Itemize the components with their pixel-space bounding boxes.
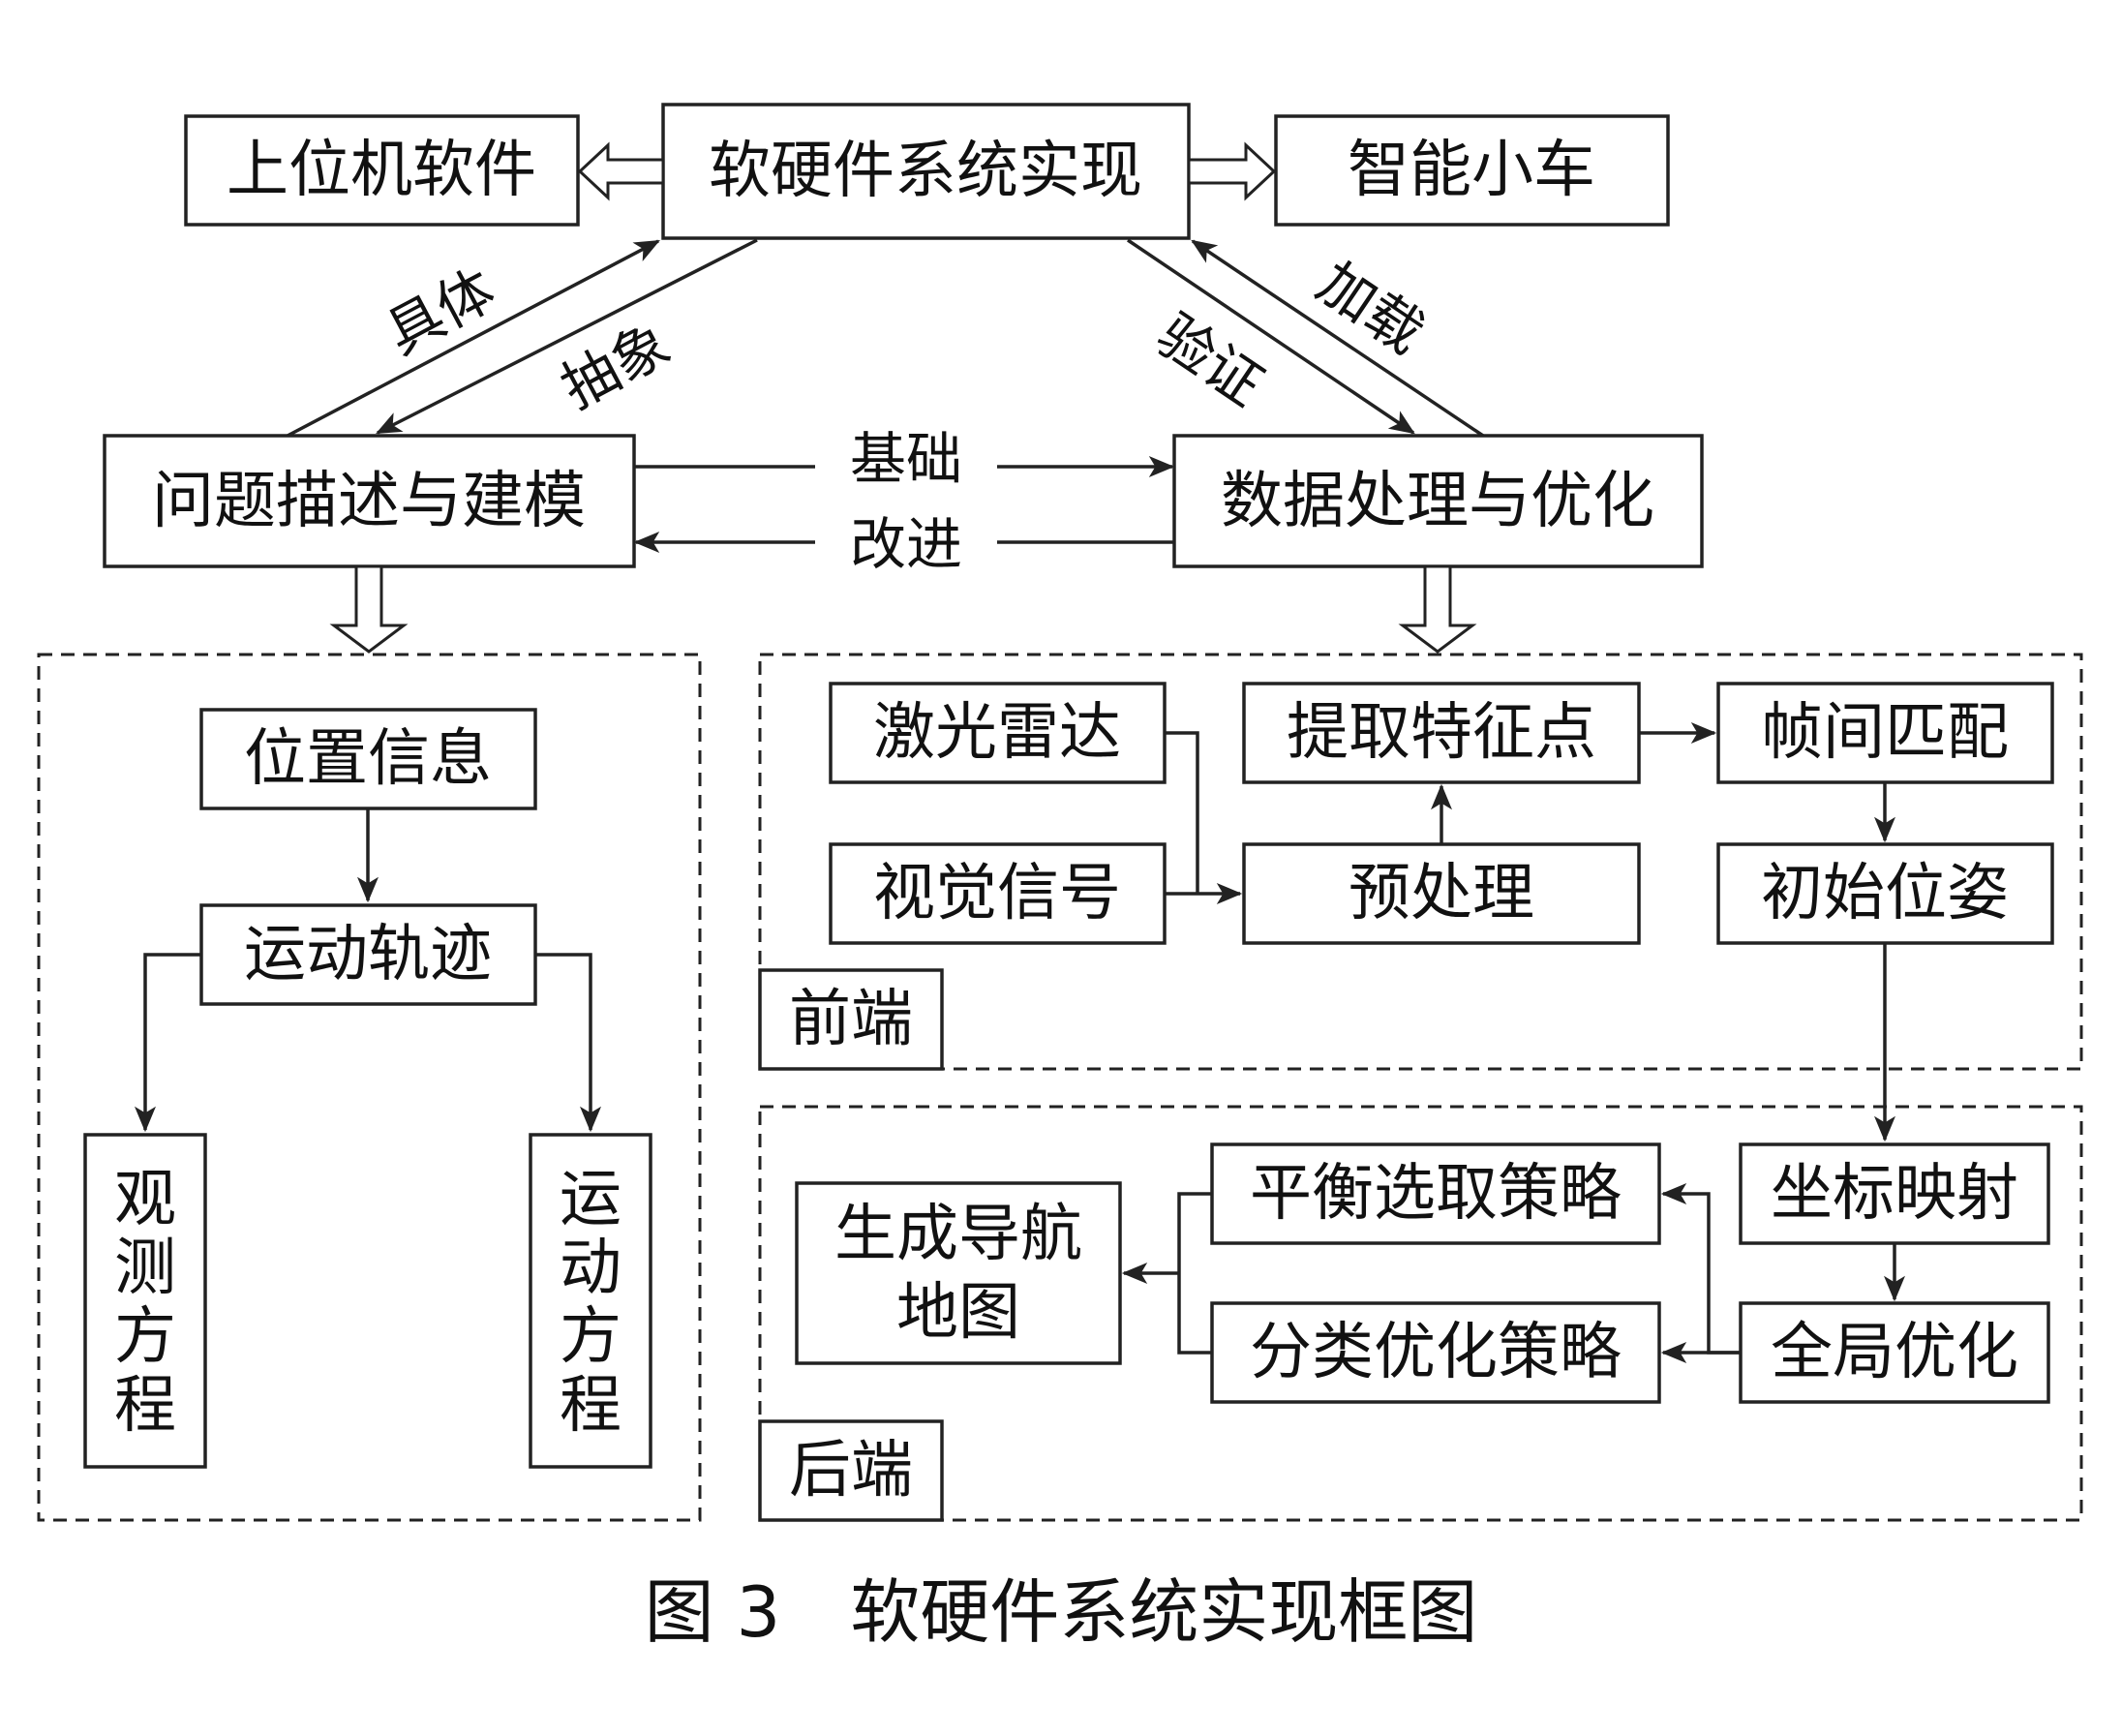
node-data-proc: 数据处理与优化 [1172,434,1704,568]
node-data-proc-label: 数据处理与优化 [1221,466,1654,537]
node-motion-traj-label: 运动轨迹 [244,919,492,990]
arrow-abstract [376,238,758,435]
label-improve: 改进 [850,511,962,577]
label-concrete: 具体 [376,257,505,368]
node-extract-label: 提取特征点 [1287,697,1596,769]
node-preprocess-label: 预处理 [1349,858,1534,929]
group-backend-label: 后端 [789,1435,913,1507]
node-coord-map-label: 坐标映射 [1771,1158,2018,1230]
group-frontend-label: 前端 [789,984,913,1055]
node-preprocess: 预处理 [1242,842,1641,945]
node-frame-match-label: 帧间匹配 [1761,697,2009,769]
group-backend-tag: 后端 [758,1419,944,1522]
node-upper-pc-label: 上位机软件 [227,135,536,206]
label-basis: 基础 [850,426,962,492]
node-motion-eq-char: 动 [560,1233,621,1304]
node-hw-sw: 软硬件系统实现 [661,103,1191,240]
arrow-traj-to-obs [135,953,201,1133]
node-visual: 视觉信号 [829,842,1167,945]
node-problem-model: 问题描述与建模 [103,434,636,568]
node-position-info-label: 位置信息 [244,723,492,795]
node-nav-map-line: 生成导航 [834,1199,1082,1270]
node-motion-eq-char: 方 [560,1301,621,1373]
hollow-arrow-down-left [329,564,409,654]
label-abstract: 抽象 [551,311,681,422]
node-lidar-label: 激光雷达 [873,697,1121,769]
arrow-lidar-to-preprocess [1165,731,1199,894]
node-hw-sw-label: 软硬件系统实现 [709,136,1142,207]
node-obs-eq-char: 观 [114,1164,176,1235]
node-motion-eq-char: 运 [560,1164,621,1235]
hollow-arrow-down-right [1398,564,1477,654]
node-lidar: 激光雷达 [829,682,1167,784]
arrow-load [1191,239,1484,438]
node-upper-pc: 上位机软件 [184,114,580,227]
arrow-verify [1127,238,1415,435]
node-global-opt: 全局优化 [1739,1301,2050,1404]
node-obs-eq-char: 方 [114,1301,176,1373]
node-motion-eq: 运 动 方 程 [529,1133,652,1469]
node-frame-match: 帧间匹配 [1716,682,2054,784]
figure-caption: 图 3 软硬件系统实现框图 [645,1571,1478,1653]
hollow-arrow-to-upper-pc [577,141,665,201]
node-balance: 平衡选取策略 [1210,1142,1661,1245]
node-nav-map-line: 地图 [896,1277,1020,1349]
node-problem-model-label: 问题描述与建模 [152,466,586,537]
node-position-info: 位置信息 [199,708,537,810]
hollow-arrow-to-smart-car [1187,141,1277,201]
node-init-pose: 初始位姿 [1716,842,2054,945]
node-classify-label: 分类优化策略 [1250,1317,1622,1388]
label-verify: 验证 [1145,301,1275,418]
node-motion-traj: 运动轨迹 [199,903,537,1006]
node-init-pose-label: 初始位姿 [1761,858,2009,929]
node-balance-label: 平衡选取策略 [1250,1158,1622,1230]
arrow-traj-to-motion-eq [535,953,601,1133]
arrow-global-to-balance [1660,1183,1741,1355]
group-frontend [758,653,2083,1071]
node-coord-map: 坐标映射 [1739,1142,2050,1245]
group-backend [758,1105,2083,1522]
node-smart-car: 智能小车 [1274,114,1670,227]
arrow-concrete [287,239,660,438]
node-global-opt-label: 全局优化 [1771,1317,2018,1388]
node-nav-map: 生成导航 地图 [795,1181,1122,1365]
node-smart-car-label: 智能小车 [1348,135,1595,206]
node-obs-eq-char: 测 [114,1233,176,1304]
node-classify: 分类优化策略 [1210,1301,1661,1404]
label-load: 加载 [1306,249,1436,366]
arrow-balance-to-nav [1177,1192,1212,1355]
node-obs-eq-char: 程 [114,1370,176,1442]
group-frontend-tag: 前端 [758,968,944,1071]
node-extract: 提取特征点 [1242,682,1641,784]
node-motion-eq-char: 程 [560,1370,621,1442]
group-model-detail [37,653,702,1522]
node-obs-eq: 观 测 方 程 [83,1133,207,1469]
node-visual-label: 视觉信号 [873,858,1121,929]
